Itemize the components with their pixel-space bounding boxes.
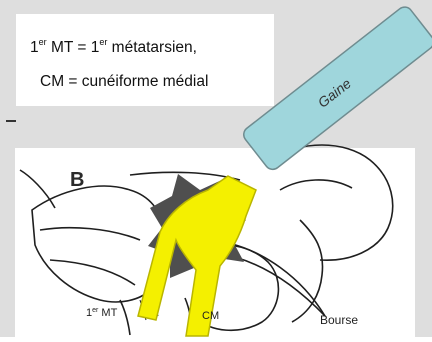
label-medial-cuneiform: CM [202,310,219,322]
panel-letter: B [70,169,84,191]
caption-line-2: CM = cunéiforme médial [40,73,208,90]
label-bursa: Bourse [320,313,358,327]
caption-line-1: 1er MT = 1er métatarsien, [30,37,197,56]
label-first-metatarsal: 1er MT [86,307,118,319]
edge-mark [6,120,16,122]
caption-box [16,14,274,106]
